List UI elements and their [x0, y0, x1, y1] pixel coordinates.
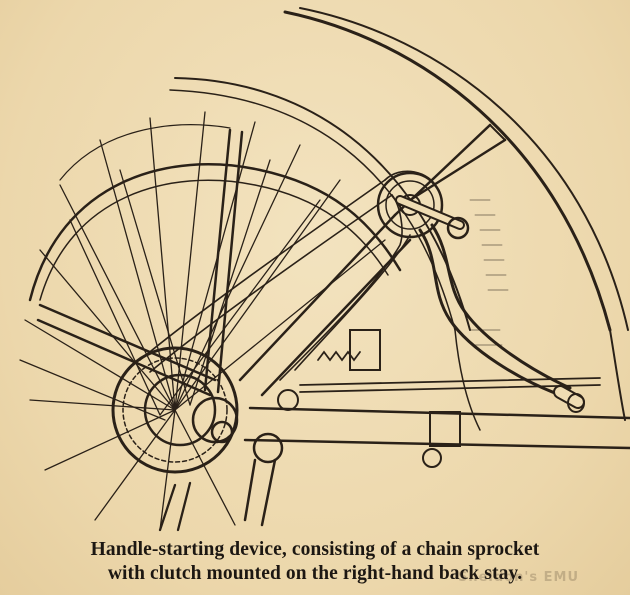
rear-hub-sprocket	[111, 346, 239, 474]
figure-caption: Handle-starting device, consisting of a …	[0, 538, 630, 592]
seat-stay	[203, 128, 244, 394]
caption-line-1: Handle-starting device, consisting of a …	[90, 539, 540, 560]
clutch-spring	[317, 329, 381, 371]
watermark-text: Sheldon's EMU	[458, 570, 579, 585]
axle-nut	[243, 389, 299, 527]
fender-hatching	[469, 199, 509, 346]
starting-handle	[395, 195, 585, 413]
engraving-illustration	[19, 7, 630, 532]
chain-stay-right	[243, 406, 630, 468]
chain-stay-left	[36, 303, 217, 397]
back-stay-tube	[238, 123, 507, 397]
mudguard	[169, 7, 629, 431]
control-rod	[299, 377, 601, 393]
caption-line-2: with clutch mounted on the right-hand ba…	[107, 563, 523, 584]
lower-stay	[158, 481, 192, 532]
